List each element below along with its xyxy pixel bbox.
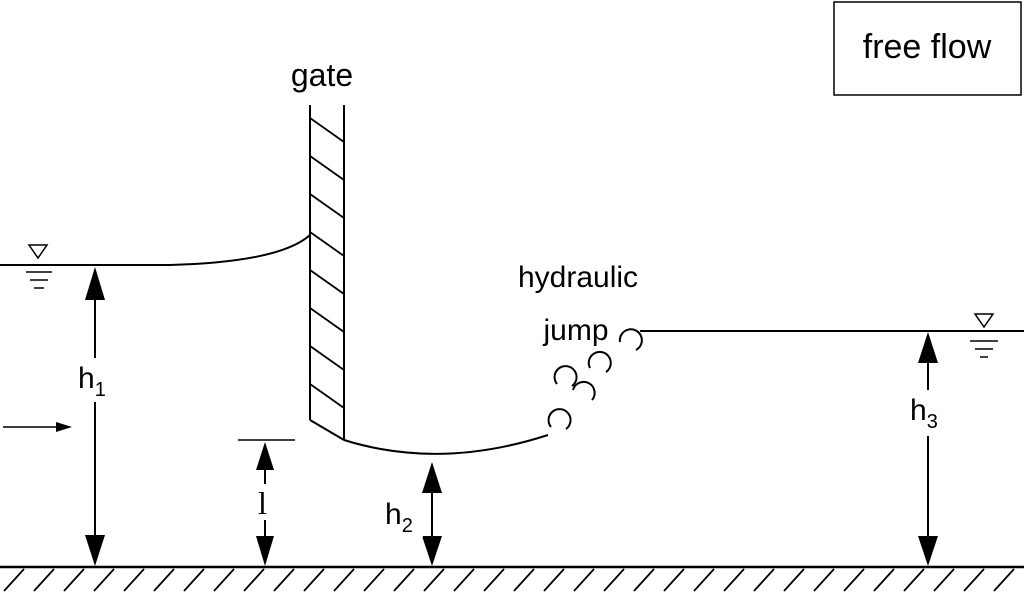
free-flow-box: free flow [833, 1, 1022, 96]
bed-hatch-line [153, 568, 175, 592]
h3-label-bg [905, 390, 951, 436]
h2-label-bg [381, 497, 423, 537]
bed-hatch-line [753, 568, 775, 592]
bed-hatch-line [843, 568, 865, 592]
gate-hatching [309, 117, 345, 409]
bed-hatch-line [633, 568, 655, 592]
bed-hatch-line [873, 568, 895, 592]
gate [309, 105, 345, 441]
bed-hatch-line [603, 568, 625, 592]
bed-hatch-line [903, 568, 925, 592]
channel-bed [0, 565, 1024, 592]
bed-hatch-line [393, 568, 415, 592]
gate-label: gate [291, 57, 353, 93]
downstream-water-level-icon [970, 313, 998, 358]
bed-hatch-line [33, 568, 55, 592]
bed-hatch-line [183, 568, 205, 592]
bed-hatch-line [363, 568, 385, 592]
bed-hatch-line [243, 568, 265, 592]
bed-hatch-line [993, 568, 1015, 592]
bed-hatch-line [123, 568, 145, 592]
h1-dimension-arrow [85, 267, 105, 566]
flow-direction-arrow [3, 422, 72, 432]
bed-hatch-line [273, 568, 295, 592]
h2-dimension-arrow [422, 462, 442, 566]
bed-hatch-line [573, 568, 595, 592]
h1-label: h1 [78, 362, 106, 401]
bed-hatch-line [93, 568, 115, 592]
bed-hatch-line [453, 568, 475, 592]
bed-hatch-line [423, 568, 445, 592]
contracted-flow-surface [343, 434, 549, 455]
free-flow-label: free flow [863, 28, 992, 66]
bed-hatch-line [693, 568, 715, 592]
bed-hatch-line [933, 568, 955, 592]
upstream-water-surface [0, 234, 311, 266]
h3-label: h3 [910, 394, 938, 433]
bed-hatch-line [63, 568, 85, 592]
bed-hatch-line [213, 568, 235, 592]
bed-hatch-line [543, 568, 565, 592]
bed-hatch-line [513, 568, 535, 592]
h2-label: h2 [385, 498, 413, 537]
bed-hatch-line [483, 568, 505, 592]
bed-hatch-line [963, 568, 985, 592]
h1-label-bg [72, 358, 118, 402]
bed-hatch-line [783, 568, 805, 592]
bed-hatch-line [333, 568, 355, 592]
bed-hatch-line [813, 568, 835, 592]
gate-opening-label-bg [252, 484, 278, 520]
hydraulic-jump-rollers [547, 328, 643, 430]
bed-hatch-line [303, 568, 325, 592]
hydraulic-label: hydraulic [518, 261, 638, 294]
bed-hatch-line [723, 568, 745, 592]
jump-label: jump [542, 314, 608, 347]
h3-dimension-arrow [918, 332, 938, 566]
bed-hatch-line [3, 568, 25, 592]
upstream-water-level-icon [26, 244, 52, 289]
gate-opening-label: l [258, 485, 267, 521]
bed-hatch-line [663, 568, 685, 592]
